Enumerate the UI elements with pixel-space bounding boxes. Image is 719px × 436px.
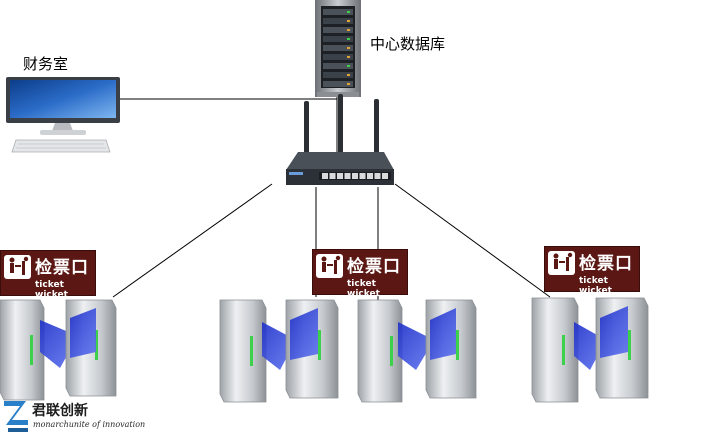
central-database-label: 中心数据库 — [370, 35, 446, 53]
rack-led — [347, 20, 350, 22]
ticket-wicket-sign-1: 检票口 ticket wicket — [0, 250, 96, 300]
turnstile-gate-icon — [65, 299, 117, 397]
link-router-to-gate-3 — [394, 183, 551, 298]
rack-slot — [323, 54, 353, 60]
rack-led — [347, 47, 350, 49]
company-logo-icon — [4, 401, 28, 432]
router-port — [382, 173, 388, 179]
turnstile-gate-group-1 — [0, 299, 117, 401]
connection-lines — [112, 95, 551, 304]
ticket-check-pictogram-icon — [548, 251, 575, 275]
company-logo: 君联创新 monarchunite of innovation — [2, 398, 145, 436]
ticket-check-pictogram-icon — [4, 255, 31, 279]
company-name-en: monarchunite of innovation — [33, 420, 146, 429]
ticket-wicket-sign-3: 检票口 ticket wicket — [544, 246, 640, 296]
rack-slot — [323, 27, 353, 33]
sign-subtitle: ticket wicket — [579, 276, 612, 296]
rack-slot — [323, 72, 353, 78]
router-port — [352, 173, 358, 179]
rack-led — [347, 56, 350, 58]
sign-subtitle: ticket wicket — [347, 279, 380, 299]
router-port — [367, 173, 373, 179]
computer-icon — [6, 77, 120, 153]
sign-subtitle: ticket wicket — [35, 280, 68, 300]
turnstile-gate-icon — [285, 299, 339, 399]
rack-slot — [323, 9, 353, 15]
rack-led — [347, 11, 350, 13]
finance-room-label: 财务室 — [23, 55, 69, 73]
rack-slot — [323, 63, 353, 69]
turnstile-gate-icon — [531, 297, 606, 403]
rack-slot — [323, 18, 353, 24]
company-name-cn: 君联创新 — [32, 403, 88, 419]
turnstile-gate-group-2 — [219, 299, 477, 403]
server-rack-icon — [315, 0, 361, 97]
rack-led — [347, 38, 350, 40]
router-port — [329, 173, 336, 179]
sign-title: 检票口 — [347, 257, 401, 277]
turnstile-gate-icon — [357, 299, 434, 403]
sign-title: 检票口 — [579, 254, 633, 274]
rack-slot — [323, 81, 353, 87]
rack-led — [347, 29, 350, 31]
turnstile-gate-icon — [219, 299, 296, 403]
router-port — [374, 173, 381, 179]
router-port — [344, 173, 351, 179]
router-icon — [286, 94, 394, 185]
router-port — [337, 173, 343, 179]
router-port — [322, 173, 328, 179]
rack-slot — [323, 36, 353, 42]
sign-title: 检票口 — [35, 258, 89, 278]
turnstile-gate-group-3 — [531, 297, 649, 403]
link-router-to-gate-1 — [112, 183, 273, 298]
router-port — [359, 173, 366, 179]
turnstile-gate-icon — [595, 297, 649, 399]
rack-led — [347, 65, 350, 67]
rack-led — [347, 83, 350, 85]
turnstile-gate-icon — [425, 299, 477, 399]
ticket-check-pictogram-icon — [316, 254, 343, 278]
rack-slot — [323, 45, 353, 51]
ticket-wicket-sign-2: 检票口 ticket wicket — [312, 249, 408, 299]
rack-led — [347, 74, 350, 76]
